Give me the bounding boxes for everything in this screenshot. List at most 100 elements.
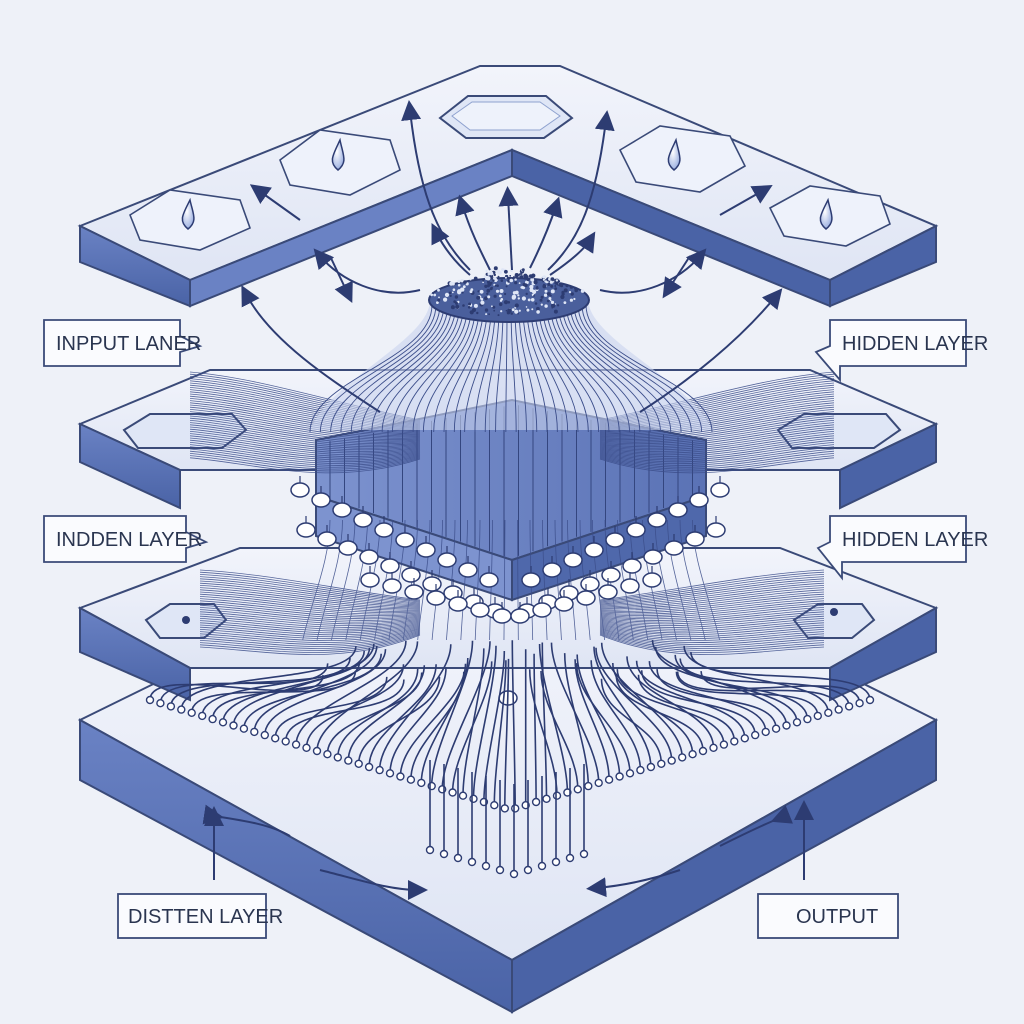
- branch-end-node: [458, 791, 468, 800]
- fiber-line: [599, 628, 825, 643]
- neuron-node: [605, 532, 625, 548]
- cloud-dot: [521, 296, 527, 301]
- cloud-dot: [438, 296, 440, 299]
- cloud-dot: [500, 279, 504, 282]
- cloud-dot: [547, 282, 551, 286]
- neuron-node: [426, 590, 446, 606]
- branch-line: [683, 645, 830, 713]
- cloud-dot: [536, 285, 539, 289]
- neuron-node: [353, 512, 373, 528]
- funnel-line: [309, 304, 433, 433]
- branch-end-node: [439, 849, 449, 859]
- cloud-dot: [511, 294, 517, 299]
- cloud-dot: [529, 288, 534, 293]
- cloud-dot: [485, 269, 488, 272]
- cloud-dot: [476, 295, 481, 300]
- branch-end-node: [187, 708, 196, 717]
- fiber-line: [199, 626, 421, 640]
- cloud-dot: [460, 279, 464, 283]
- cloud-dot: [525, 292, 528, 296]
- fiber-line: [189, 437, 421, 457]
- fiber-line: [199, 633, 421, 653]
- cloud-dot: [544, 289, 548, 293]
- branch-end-node: [302, 743, 311, 752]
- branch-end-node: [698, 746, 708, 756]
- branch-end-node: [552, 791, 562, 800]
- fiber-line: [199, 627, 421, 641]
- fiber-line: [189, 400, 421, 434]
- funnel-line: [433, 304, 480, 433]
- branch-end-node: [425, 845, 435, 855]
- fiber-line: [599, 424, 835, 448]
- branch-line: [590, 660, 642, 771]
- fiber-line: [599, 632, 825, 651]
- fiber-line: [599, 431, 835, 452]
- neuron-node: [479, 572, 499, 588]
- branch-end-node: [792, 718, 802, 727]
- cloud-dot: [514, 309, 519, 314]
- branch-end-node: [312, 746, 322, 756]
- cloud-dot: [526, 308, 530, 312]
- fiber-line: [599, 428, 835, 451]
- funnel-line: [534, 304, 579, 433]
- button-pad-icon: [776, 413, 902, 449]
- branch-end-node: [855, 699, 864, 708]
- cloud-dot: [480, 300, 485, 305]
- funnel-line: [319, 304, 437, 433]
- fiber-line: [599, 433, 835, 454]
- branch-line: [337, 668, 419, 758]
- fiber-line: [599, 585, 825, 608]
- cloud-dot: [510, 312, 513, 315]
- callout-label: INDDEN LAYER: [56, 529, 202, 551]
- neuron-node: [598, 584, 618, 600]
- branch-line: [676, 671, 840, 710]
- neuron-node: [338, 540, 358, 556]
- fiber-line: [189, 409, 421, 438]
- funnel-line: [553, 304, 630, 433]
- flow-arrow: [599, 248, 707, 294]
- neuron-node: [317, 531, 337, 547]
- cloud-dot: [482, 279, 485, 282]
- branch-line: [656, 669, 777, 729]
- fiber-line: [599, 426, 835, 449]
- cloud-dot: [493, 309, 496, 312]
- fiber-line: [189, 433, 421, 454]
- neuron-node: [642, 572, 662, 588]
- funnel-line: [577, 304, 692, 433]
- funnel-line: [350, 304, 449, 433]
- fiber-line: [460, 519, 468, 641]
- cloud-dot: [527, 298, 531, 302]
- branch-end-node: [156, 699, 165, 708]
- cloud-dot: [514, 290, 519, 295]
- middle-layer-slab: [77, 547, 939, 702]
- cloud-dot: [476, 311, 479, 315]
- fiber-line: [199, 632, 421, 651]
- fiber-line: [599, 630, 825, 647]
- branch-line: [264, 649, 387, 736]
- branch-line: [493, 660, 507, 806]
- fiber-line: [189, 444, 421, 463]
- cloud-dot: [550, 294, 552, 297]
- branch-end-node: [448, 788, 457, 797]
- cloud-dot: [558, 282, 563, 287]
- branch-end-node: [260, 730, 269, 740]
- fiber-line: [599, 580, 825, 606]
- branch-line: [347, 665, 426, 761]
- cloud-dot: [561, 290, 565, 294]
- fiber-line: [599, 624, 825, 636]
- cloud-dot: [570, 292, 574, 296]
- flow-arrow: [401, 100, 471, 271]
- fiber-line: [199, 596, 421, 614]
- branch-end-node: [229, 721, 238, 730]
- branch-line: [674, 654, 809, 720]
- callout-label: HIDDEN LAYER: [842, 333, 988, 355]
- fiber-line: [599, 613, 825, 627]
- fiber-line: [199, 593, 421, 612]
- branch-line: [316, 641, 419, 752]
- fiber-line: [189, 426, 421, 449]
- cloud-dot: [449, 294, 452, 297]
- branch-line: [462, 648, 485, 796]
- cloud-dot: [550, 299, 552, 302]
- branch-end-node: [740, 734, 749, 743]
- neuron-node: [554, 596, 574, 612]
